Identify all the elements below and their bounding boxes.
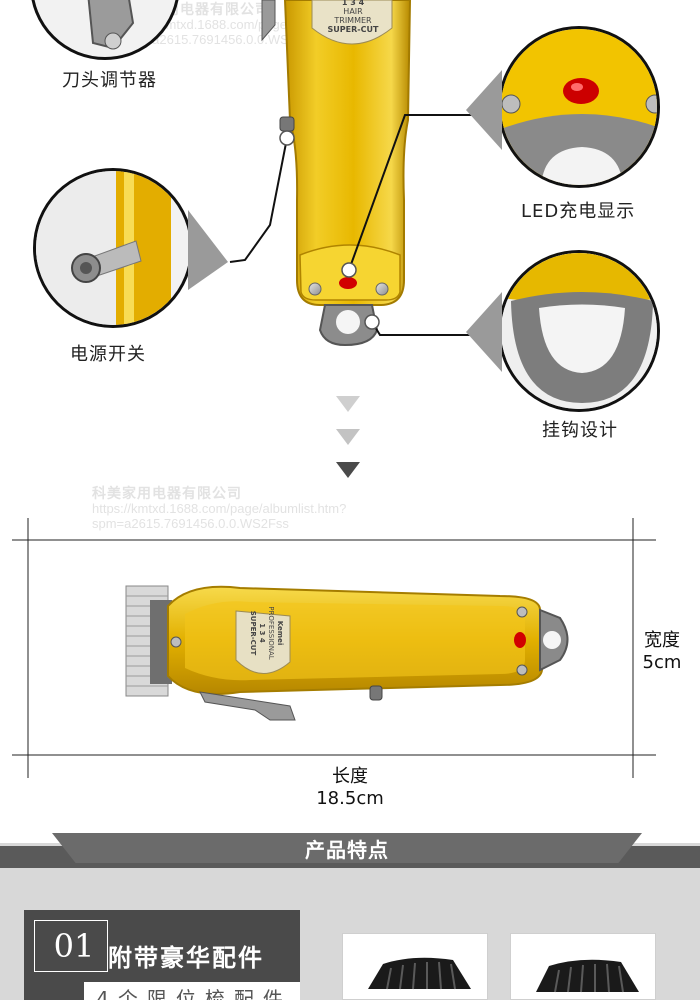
badge-line2: TRIMMER [334, 16, 372, 25]
arrow-down-icon [336, 396, 360, 412]
pointer-hook [466, 292, 502, 372]
pointer-power-switch [188, 210, 228, 290]
width-value: 5cm [642, 652, 682, 673]
features-banner-title: 产品特点 [52, 833, 642, 863]
hook-detail [501, 253, 657, 409]
watermark-middle: 科美家用电器有限公司 https://kmtxd.1688.com/page/a… [92, 485, 347, 532]
pointer-led [466, 70, 502, 150]
comb-attachment-image [536, 959, 639, 993]
caption-blade-adjuster: 刀头调节器 [62, 70, 157, 91]
width-annotation: 宽度 5cm [636, 630, 688, 674]
badge-numbers: 1 3 4 [341, 0, 365, 7]
blade-adjuster-detail [87, 0, 135, 50]
dimension-diagram [12, 518, 656, 778]
watermark-spm: spm=a2615.7691456.0.0.WS2Fss [92, 516, 289, 531]
detail-circle-power-switch [33, 168, 193, 328]
length-label: 长度 [332, 766, 368, 787]
feature-card-01: 01 附带豪华配件 4个限位梳配件 [24, 910, 300, 1000]
length-value: 18.5cm [316, 788, 384, 809]
clipper-vertical-illustration [229, 0, 500, 347]
accessory-thumbnail [510, 933, 656, 1000]
comb-attachment-image [368, 957, 471, 990]
badge-professional: PROFESSIONAL [267, 606, 275, 660]
arrow-down-icon [336, 429, 360, 445]
accessory-thumbnail [342, 933, 488, 1000]
badge-brand: Kemei [276, 620, 284, 646]
feature-number-frame [34, 920, 108, 972]
watermark-url: https://kmtxd.1688.com/page/albumlist.ht… [92, 501, 347, 516]
badge-super-cut: SUPER-CUT [249, 610, 257, 656]
caption-power-switch: 电源开关 [70, 344, 146, 365]
detail-circle-hook [498, 250, 660, 412]
badge-line3: SUPER-CUT [327, 25, 379, 34]
watermark-spm: spm=a2615.7691456.0.0.WS2Fss [120, 32, 317, 47]
badge-line1: HAIR [343, 7, 363, 16]
feature-title: 附带豪华配件 [108, 944, 264, 972]
led-detail [501, 29, 657, 185]
detail-circle-led [498, 26, 660, 188]
feature-subtitle: 4个限位梳配件 [84, 982, 300, 1000]
caption-led: LED充电显示 [521, 201, 636, 222]
arrow-down-icon [336, 462, 360, 478]
badge-numbers-h: 1 3 4 [258, 623, 266, 643]
length-annotation: 长度 18.5cm [300, 766, 400, 810]
feature-number: 01 [53, 927, 95, 965]
feature-callout-area: 科美家用电器有限公司 https://kmtxd.1688.com/page/a… [30, 0, 660, 531]
caption-hook: 挂钩设计 [542, 420, 618, 441]
power-switch-detail [36, 171, 171, 325]
watermark-title: 科美家用电器有限公司 [92, 485, 242, 501]
width-label: 宽度 [644, 630, 680, 651]
badge-horizontal: Kemei PROFESSIONAL 1 3 4 SUPER-CUT [248, 605, 284, 661]
badge-vertical: 1 3 4 HAIR TRIMMER SUPER-CUT [318, 0, 388, 34]
